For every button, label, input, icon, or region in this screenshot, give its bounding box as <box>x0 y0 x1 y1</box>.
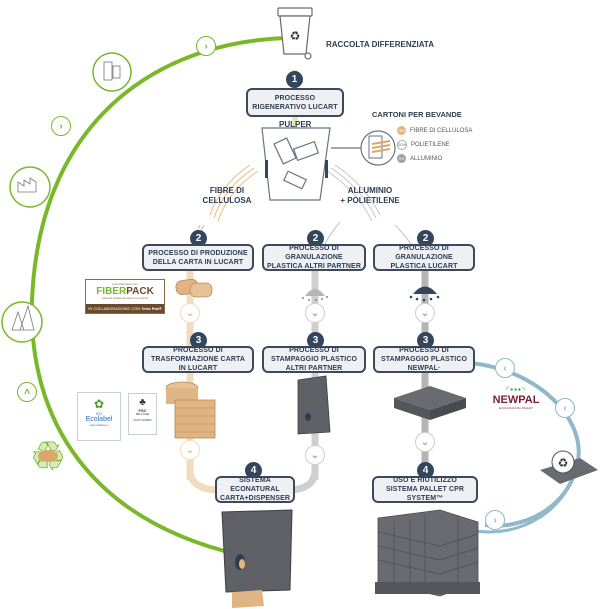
loop-chevron-icon: › <box>196 36 216 56</box>
pallet-cpr-system-icon <box>375 509 480 597</box>
newpal-tagline: ECOLOGIA DAL PALLET <box>499 406 533 410</box>
step-3-badge-partner: 3 <box>307 332 324 349</box>
svg-text:♻: ♻ <box>290 29 301 43</box>
fiberpack-partner-bar: IN COLLABORAZIONE CON Tetra Pak® <box>86 304 164 313</box>
step-1-badge: 1 <box>286 71 303 88</box>
carton-legend-title: CARTONI PER BEVANDE <box>372 110 462 119</box>
green-recycling-loop <box>29 36 296 557</box>
flow-chevron-icon: ⌄ <box>415 303 435 323</box>
flow-chevron-icon: ⌄ <box>305 445 325 465</box>
step-2-box-paper-production[interactable]: PROCESSO DI PRODUZIONE DELLA CARTA IN LU… <box>142 244 254 271</box>
fiberpack-tagline: Cellulosa riciclata dai cartoni per beva… <box>101 297 149 300</box>
aluminium-polyethylene-branch-label: ALLUMINIO + POLIETILENE <box>340 186 400 205</box>
ecolabel-logo: ✿ EU Ecolabel www.ecolabel.eu <box>77 392 121 441</box>
paper-rolls-icon <box>175 278 213 298</box>
step-2-badge-paper: 2 <box>190 230 207 247</box>
loop-chevron-icon: ‹ <box>555 398 575 418</box>
flow-chevron-icon: ⌄ <box>180 303 200 323</box>
legend-label: FIBRE DI CELLULOSA <box>410 127 473 134</box>
fsc-sub: RECYCLED <box>135 413 150 416</box>
legend-item-cellulose: 75% FIBRE DI CELLULOSA <box>397 126 472 135</box>
fiberpack-partner-text: IN COLLABORAZIONE CON <box>88 306 140 311</box>
step-3-badge-paper: 3 <box>190 332 207 349</box>
ecolabel-prefix: EU <box>96 411 102 416</box>
svg-text:♻: ♻ <box>558 456 569 470</box>
step-3-box-paper-transformation[interactable]: PROCESSO DI TRASFORMAZIONE CARTA IN LUCA… <box>142 346 254 373</box>
pallet-small-icon <box>394 386 466 420</box>
legend-item-aluminium: 5% ALLUMINIO <box>397 154 442 163</box>
fiberpack-name-a: FIBER <box>96 286 127 297</box>
pallet-recycle-icon: ♻ <box>540 450 598 484</box>
newpal-name: NEWPAL <box>492 394 540 406</box>
step-2-box-plastic-partner[interactable]: PROCESSO DI GRANULAZIONE PLASTICA ALTRI … <box>262 244 366 271</box>
tetrapak-name: Tetra Pak® <box>141 306 162 311</box>
loop-chevron-icon: ˄ <box>17 382 37 402</box>
pulper-icon <box>261 127 362 201</box>
loop-chevron-icon: ‹ <box>495 358 515 378</box>
ecolabel-flower-icon: ✿ <box>93 397 105 411</box>
ecolabel-name: Ecolabel <box>85 416 113 423</box>
polyethylene-percent-badge: 20% <box>397 140 407 150</box>
recycling-bin-icon: ♻ <box>277 7 313 60</box>
cellulose-percent-badge: 75% <box>397 126 406 135</box>
step-3-box-moulding-newpal[interactable]: PROCESSO DI STAMPAGGIO PLASTICO NEWPAL· <box>373 346 475 373</box>
beverage-carton-icon <box>360 130 396 166</box>
fiberpack-url: www.fiberpack.com <box>112 282 138 286</box>
step-4-box-econatural[interactable]: SISTEMA ECONATURAL CARTA+DISPENSER <box>215 476 295 503</box>
legend-label: ALLUMINIO <box>410 155 443 162</box>
fsc-logo: ♣ FSC RECYCLED FSC® C106600 <box>128 393 157 435</box>
loop-chevron-icon: › <box>485 510 505 530</box>
step-4-badge-pallet: 4 <box>417 462 434 479</box>
flow-chevron-icon: ⌄ <box>180 440 200 460</box>
step-2-box-plastic-lucart[interactable]: PROCESSO DI GRANULAZIONE PLASTICA LUCART <box>373 244 475 271</box>
fibre-branch-label: FIBRE DI CELLULOSA <box>202 186 252 205</box>
legend-item-polyethylene: 20% POLIETILENE <box>397 140 450 150</box>
flow-chevron-icon: ⌄ <box>305 303 325 323</box>
fiberpack-logo: www.fiberpack.com FIBERPACK Cellulosa ri… <box>85 279 165 314</box>
econatural-dispenser-icon <box>221 509 293 608</box>
fsc-tree-icon: ♣ <box>139 397 146 408</box>
plastic-granules-navy-icon <box>409 286 440 302</box>
fsc-code: FSC® C106600 <box>133 419 152 422</box>
step-1-box[interactable]: PROCESSO RIGENERATIVO LUCART <box>246 88 344 117</box>
step-4-badge-econatural: 4 <box>245 462 262 479</box>
legend-label: POLIETILENE <box>411 142 450 148</box>
paper-stack-icon <box>165 381 216 439</box>
factory-loop-icon <box>9 166 51 208</box>
newpal-logo: ◜▪▪▪◝ NEWPAL ECOLOGIA DAL PALLET <box>486 385 546 410</box>
flow-chevron-icon: ⌄ <box>415 432 435 452</box>
dispenser-small-icon <box>297 375 331 435</box>
pulper-label: PULPER <box>279 120 312 129</box>
step-3-box-moulding-partner[interactable]: PROCESSO DI STAMPAGGIO PLASTICO ALTRI PA… <box>262 346 366 373</box>
forest-loop-icon <box>1 301 43 343</box>
step-2-badge-partner: 2 <box>307 230 324 247</box>
step-3-badge-newpal: 3 <box>417 332 434 349</box>
plastic-granules-gray-icon <box>302 289 328 301</box>
step-2-badge-lucart: 2 <box>417 230 434 247</box>
loop-chevron-icon: › <box>51 116 71 136</box>
ecolabel-url: www.ecolabel.eu <box>89 424 109 427</box>
newpal-arc-icon: ◜▪▪▪◝ <box>506 385 526 394</box>
step-4-box-pallet-system[interactable]: USO E RIUTILIZZO SISTEMA PALLET CPR SYST… <box>372 476 478 503</box>
raccolta-differenziata-label: RACCOLTA DIFFERENZIATA <box>326 40 434 49</box>
fiberpack-name-b: PACK <box>126 286 154 297</box>
aluminium-percent-badge: 5% <box>397 154 406 163</box>
fsc-name: FSC <box>138 408 147 413</box>
